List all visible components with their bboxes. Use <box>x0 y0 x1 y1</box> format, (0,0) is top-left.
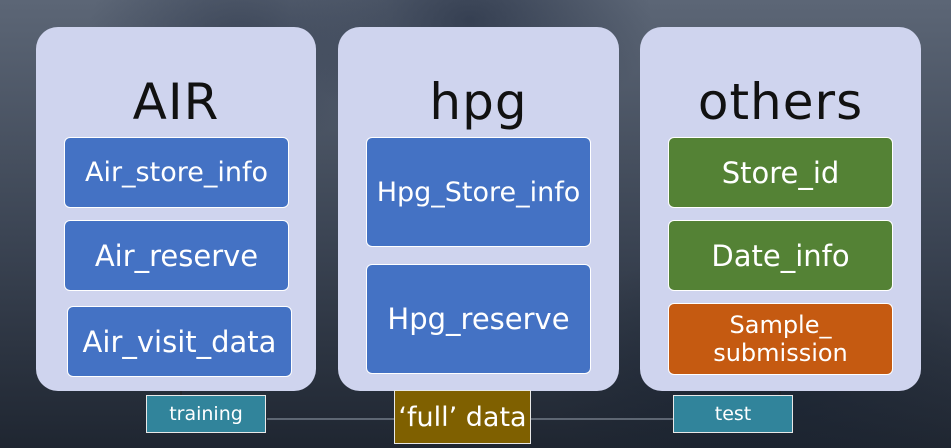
air-store-info-box: Air_store_info <box>64 137 289 208</box>
sample-submission-line2: submission <box>713 339 848 367</box>
hpg-panel: hpg Hpg_Store_info Hpg_reserve <box>338 27 619 391</box>
hpg-panel-title: hpg <box>429 73 528 131</box>
date-info-box: Date_info <box>668 220 893 291</box>
training-label: training <box>146 395 266 433</box>
others-panel: others Store_id Date_info Sample_ submis… <box>640 27 921 391</box>
air-reserve-box: Air_reserve <box>64 220 289 291</box>
sample-submission-box: Sample_ submission <box>668 303 893 375</box>
hpg-store-info-box: Hpg_Store_info <box>366 137 591 247</box>
others-panel-title: others <box>697 73 864 131</box>
hpg-reserve-box: Hpg_reserve <box>366 264 591 374</box>
store-id-box: Store_id <box>668 137 893 208</box>
air-panel-title: AIR <box>132 73 220 131</box>
full-data-label: ‘full’ data <box>394 390 531 444</box>
sample-submission-line1: Sample_ <box>729 311 832 339</box>
air-panel: AIR Air_store_info Air_reserve Air_visit… <box>36 27 316 391</box>
test-label: test <box>673 395 793 433</box>
air-visit-data-box: Air_visit_data <box>67 306 292 377</box>
